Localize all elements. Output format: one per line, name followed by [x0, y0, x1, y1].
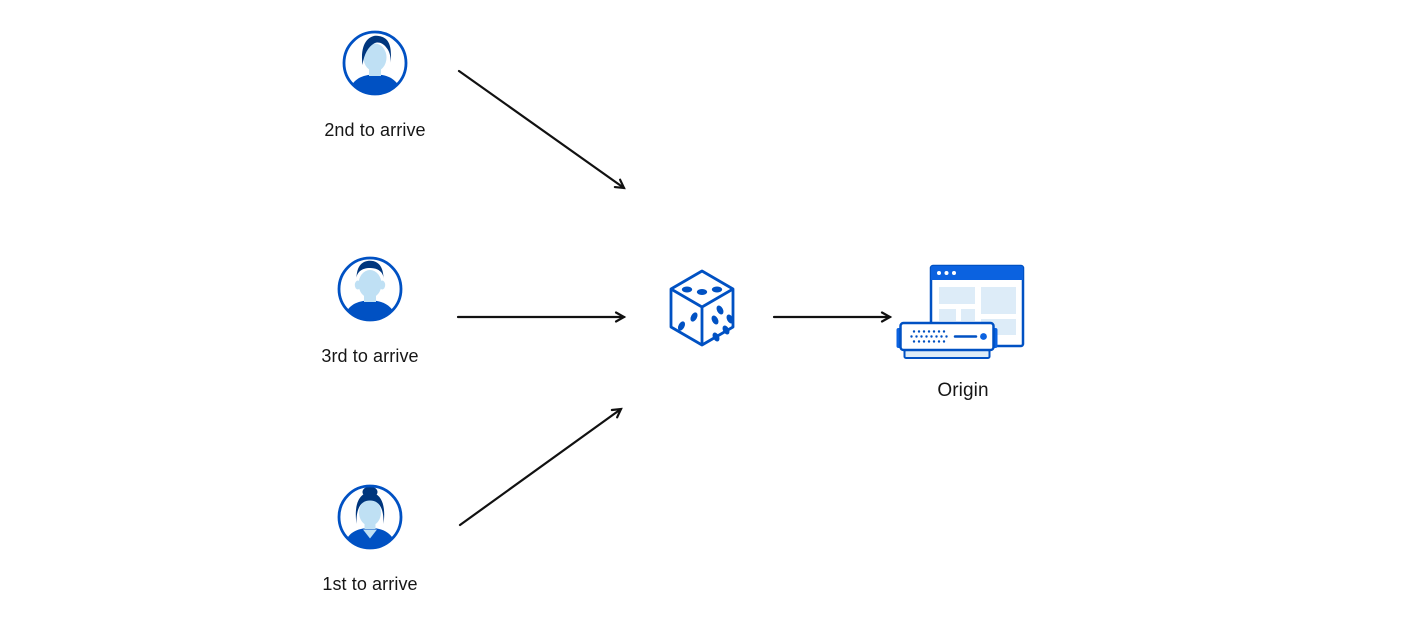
man-shorthair-avatar-icon [337, 256, 403, 322]
node-client-1st: 1st to arrive [290, 483, 450, 596]
arrow-client-2nd-to-dice [457, 69, 626, 190]
dice-icon [669, 269, 735, 347]
node-client-2nd: 2nd to arrive [295, 29, 455, 142]
arrow-client-1st-to-dice [458, 407, 623, 527]
client-label: 3rd to arrive [321, 346, 419, 366]
client-label: 1st to arrive [322, 574, 418, 594]
node-dice [667, 268, 737, 352]
origin-browser-server-icon [896, 264, 1025, 359]
server-led-dots [910, 330, 948, 343]
man-sidepart-avatar-icon [342, 30, 408, 96]
server-icon [896, 321, 998, 359]
node-origin: Origin [896, 262, 1030, 403]
client-label: 2nd to arrive [324, 120, 426, 140]
woman-bun-avatar-icon [337, 484, 403, 550]
node-client-3rd: 3rd to arrive [290, 255, 450, 368]
origin-label: Origin [937, 380, 989, 401]
